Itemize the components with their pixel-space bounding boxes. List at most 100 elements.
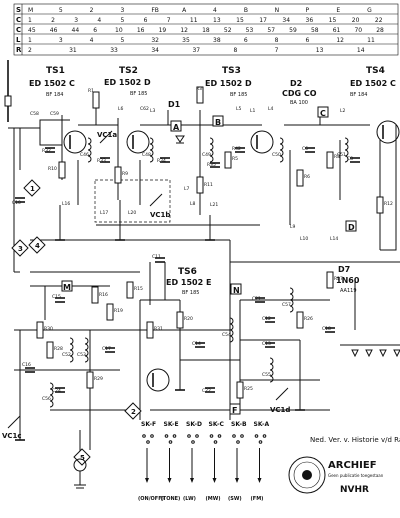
coil-turn bbox=[289, 293, 294, 301]
switch-arrow bbox=[257, 478, 262, 483]
ts3-ref: TS3 bbox=[222, 66, 241, 76]
table-mark: 37 bbox=[192, 47, 200, 54]
switch-contact bbox=[191, 440, 195, 444]
table-mark: 44 bbox=[72, 27, 80, 34]
ts2-ref: TS2 bbox=[119, 66, 138, 76]
component-label: L14 bbox=[330, 236, 338, 242]
switch-code: SK-F bbox=[141, 421, 156, 428]
test-point-3: 3 bbox=[11, 239, 29, 257]
vc1a-label: VC1a bbox=[97, 131, 117, 139]
component-label: C10 bbox=[12, 200, 21, 206]
table-mark: 19 bbox=[159, 27, 167, 34]
component-label: R15 bbox=[134, 286, 143, 292]
table-row-label: S bbox=[16, 6, 21, 14]
table-mark: 8 bbox=[234, 47, 238, 54]
switch-contact bbox=[164, 434, 169, 438]
switch-function: (TONE) bbox=[161, 496, 181, 502]
component-label: R1 bbox=[88, 88, 94, 94]
coil-turn bbox=[289, 287, 294, 295]
coil-turn bbox=[209, 137, 214, 145]
resistor-symbol bbox=[86, 371, 94, 389]
svg-text:1: 1 bbox=[30, 185, 35, 193]
switch-contact bbox=[236, 440, 240, 444]
component-label: R12 bbox=[384, 201, 393, 207]
stamp-archive-sub: Geen publicatie toegestaan bbox=[328, 473, 384, 478]
component-label: R33 bbox=[97, 158, 106, 164]
table-mark: 6 bbox=[144, 17, 148, 24]
coil-turn bbox=[279, 155, 284, 163]
component-label: C52 bbox=[62, 352, 71, 358]
switch-arrow bbox=[145, 478, 149, 483]
d2-sub: BA 100 bbox=[290, 100, 308, 106]
table-mark: G bbox=[367, 7, 372, 14]
transistor-ts1: TS1 ED 1502 C BF 184 bbox=[29, 66, 87, 154]
switch-contact bbox=[232, 434, 236, 438]
coil-turn bbox=[84, 337, 89, 345]
table-mark: 10 bbox=[115, 27, 123, 34]
table-mark: 53 bbox=[246, 27, 254, 34]
switch-function: (ON/OFF) bbox=[138, 496, 164, 502]
test-point-5: 5 bbox=[73, 448, 91, 466]
table-mark: 13 bbox=[316, 47, 324, 54]
resistor-symbol bbox=[146, 321, 154, 339]
resistor-symbol bbox=[326, 271, 334, 289]
component-label: L10 bbox=[300, 236, 308, 242]
table-mark: 20 bbox=[352, 17, 360, 24]
archive-stamp: Ned. Ver. v. Historie v/d Radio ARCHIEF … bbox=[288, 436, 400, 495]
component-label: C50 bbox=[272, 152, 281, 158]
resistor-symbol bbox=[236, 381, 244, 399]
component-label: C48 bbox=[142, 152, 151, 158]
ts6-sub: BF 185 bbox=[182, 290, 199, 296]
component-label: R42 bbox=[232, 146, 241, 152]
component-label: R35 bbox=[207, 162, 216, 168]
table-mark: 34 bbox=[282, 17, 290, 24]
section-n: N bbox=[233, 286, 240, 295]
coil-turn bbox=[269, 357, 274, 365]
component-label: R5 bbox=[232, 156, 238, 162]
coil-turn bbox=[279, 137, 284, 145]
switch-arrow bbox=[235, 478, 239, 483]
table-mark: 34 bbox=[151, 47, 159, 54]
svg-text:2: 2 bbox=[131, 408, 136, 416]
component-label: C22 bbox=[202, 388, 211, 394]
switch-contact bbox=[258, 440, 263, 444]
passive-components bbox=[15, 86, 384, 441]
table-mark: 3 bbox=[121, 7, 125, 14]
component-label: R19 bbox=[114, 308, 123, 314]
table-mark: 38 bbox=[213, 37, 221, 44]
am-section-wiring bbox=[14, 262, 330, 460]
ts1-sub: BF 184 bbox=[46, 92, 63, 98]
coil-turn bbox=[84, 355, 89, 363]
resistor-symbol bbox=[114, 166, 122, 184]
component-label: R26 bbox=[304, 316, 313, 322]
component-label: C15 bbox=[52, 294, 61, 300]
coil-turn bbox=[87, 155, 92, 163]
ts2-sub: BF 185 bbox=[130, 91, 147, 97]
diode-d1: D1 bbox=[168, 100, 185, 144]
table-mark: 45 bbox=[28, 27, 36, 34]
component-label: C17 bbox=[102, 346, 111, 352]
resistor-symbol bbox=[296, 311, 304, 329]
switch-contact bbox=[217, 434, 222, 438]
svg-text:4: 4 bbox=[35, 242, 40, 250]
component-label: R9 bbox=[122, 171, 128, 177]
component-label: L8 bbox=[190, 201, 196, 207]
table-mark: 5 bbox=[121, 17, 125, 24]
resistor-symbol bbox=[176, 311, 184, 329]
coil-turn bbox=[87, 137, 92, 145]
table-mark: B bbox=[244, 7, 248, 14]
table-mark: 57 bbox=[267, 27, 275, 34]
table-mark: 6 bbox=[244, 37, 248, 44]
component-label: R29 bbox=[94, 376, 103, 382]
component-label: C14 bbox=[192, 341, 201, 347]
component-label: C53 bbox=[77, 352, 86, 358]
component-label: L1 bbox=[250, 108, 256, 114]
component-label: R3 bbox=[196, 86, 202, 92]
switch-contact bbox=[142, 434, 146, 438]
coil-turn bbox=[84, 343, 89, 351]
component-label: L9 bbox=[290, 224, 296, 230]
component-label: R20 bbox=[184, 316, 193, 322]
component-label: C58 bbox=[30, 111, 39, 117]
component-label: C18 bbox=[322, 326, 331, 332]
